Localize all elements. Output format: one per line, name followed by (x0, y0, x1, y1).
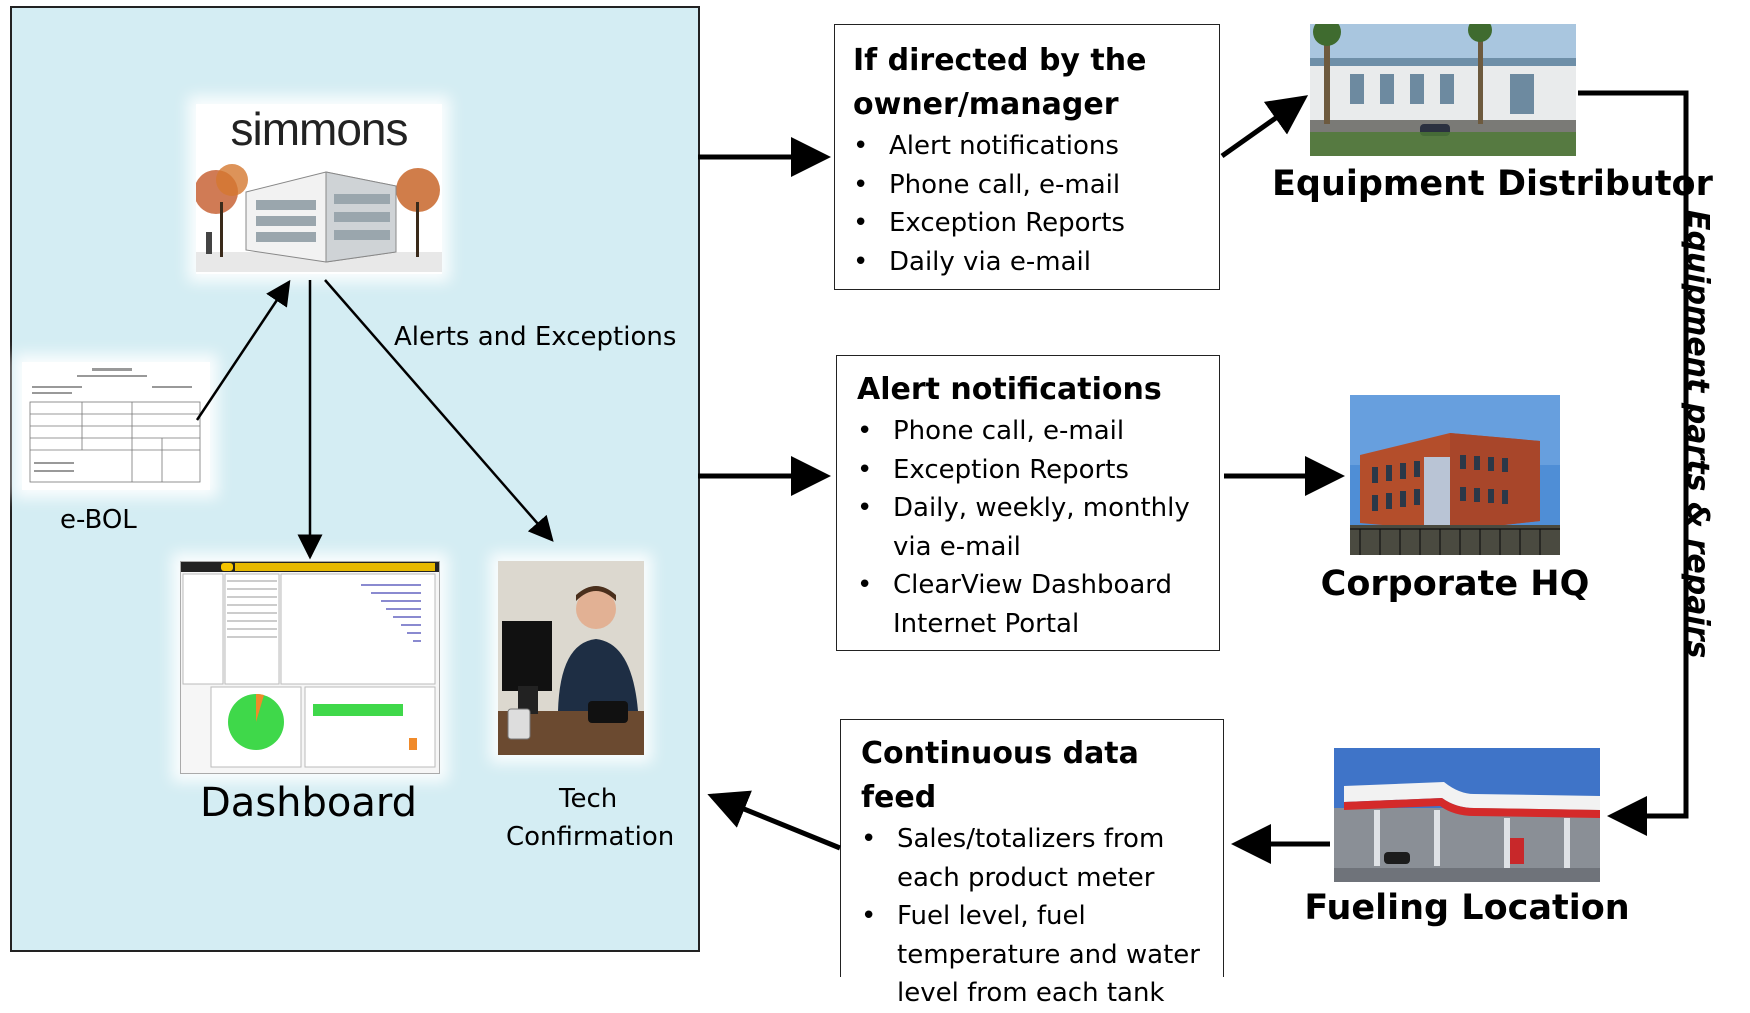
alert-notifications-item: Exception Reports (857, 451, 1209, 490)
ebol-document-image (22, 362, 210, 490)
ebol-label: e-BOL (60, 505, 137, 535)
corporate-hq-label: Corporate HQ (1320, 564, 1590, 604)
simmons-building-image: simmons (196, 103, 442, 274)
owner-directed-box: If directed by the owner/manager Alert n… (834, 24, 1220, 290)
alert-notifications-box: Alert notifications Phone call, e-mail E… (836, 355, 1220, 651)
fueling-location-photo (1334, 748, 1600, 882)
gas-station-drawing (1334, 748, 1600, 882)
continuous-data-feed-box: Continuous data feed Sales/totalizers fr… (840, 719, 1224, 1008)
arrow-box3-to-panel (707, 790, 841, 851)
owner-directed-title-line2: owner/manager (853, 87, 1119, 122)
tech-drawing (498, 561, 644, 755)
fueling-location-label: Fueling Location (1304, 888, 1630, 928)
arrow-ebol-to-simmons (195, 279, 291, 421)
arrow-simmons-to-tech (324, 279, 554, 542)
alert-notifications-item: Daily, weekly, monthly via e-mail (857, 489, 1209, 566)
ebol-form-drawing (29, 368, 201, 483)
alert-notifications-item: ClearView Dashboard Internet Portal (857, 566, 1209, 643)
corporate-hq-photo (1350, 395, 1560, 555)
equipment-distributor-photo (1310, 24, 1576, 156)
continuous-data-feed-item: Sales/totalizers from each product meter (861, 820, 1215, 897)
dashboard-screenshot (180, 561, 440, 774)
arrow-distributor-to-fueling (1578, 90, 1689, 836)
connector-arrows (195, 90, 1689, 864)
tech-photo (498, 561, 644, 755)
alerts-exceptions-label: Alerts and Exceptions (394, 322, 677, 352)
tech-label-line1: Tech (559, 784, 618, 814)
arrow-box1-to-distributor (1220, 95, 1309, 159)
corporate-building-drawing (1350, 395, 1560, 555)
owner-directed-item: Daily via e-mail (853, 243, 1219, 282)
tech-label-line2: Confirmation (506, 822, 675, 852)
alert-notifications-item: Phone call, e-mail (857, 412, 1209, 451)
dashboard-drawing (181, 562, 439, 768)
warehouse-drawing (1310, 24, 1576, 156)
dashboard-label: Dashboard (200, 780, 418, 826)
owner-directed-item: Exception Reports (853, 204, 1219, 243)
alert-notifications-title: Alert notifications (857, 372, 1162, 407)
owner-directed-title-line1: If directed by the (853, 43, 1147, 78)
owner-directed-item: Alert notifications (853, 127, 1219, 166)
simmons-logo: simmons (230, 103, 408, 155)
building-drawing (196, 164, 442, 272)
continuous-data-feed-title: Continuous data feed (861, 736, 1139, 815)
owner-directed-item: Phone call, e-mail (853, 166, 1219, 205)
